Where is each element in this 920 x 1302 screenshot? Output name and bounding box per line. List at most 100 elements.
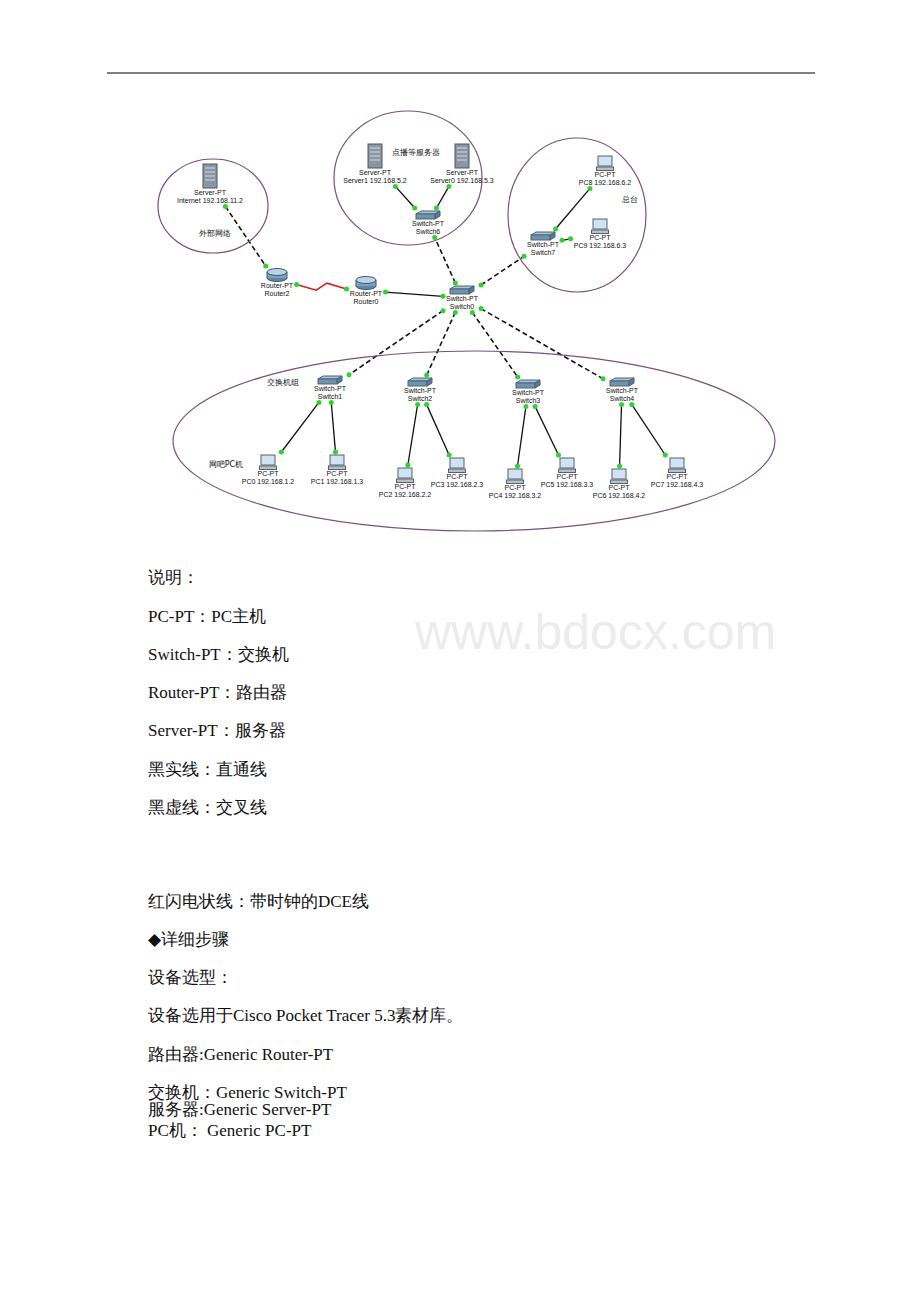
device-name: Router0 bbox=[349, 298, 384, 306]
group-ellipse: 外部网络Server-PTInternet 192.168.11.2 bbox=[157, 158, 269, 254]
device-name: PC7 192.168.4.3 bbox=[650, 481, 705, 489]
document-text: PC-PT：PC主机 bbox=[148, 607, 266, 627]
pc-icon bbox=[328, 454, 346, 470]
device-name: PC6 192.168.4.2 bbox=[592, 492, 647, 500]
straight-cable bbox=[393, 184, 417, 211]
document-text: 路由器:Generic Router-PT bbox=[148, 1045, 333, 1065]
device-type: Server-PT bbox=[342, 169, 408, 177]
pc-icon bbox=[506, 468, 524, 484]
straight-cable bbox=[383, 290, 446, 299]
serial-dce-cable bbox=[294, 282, 349, 291]
device-name: Switch3 bbox=[511, 397, 545, 405]
document-text: 红闪电状线：带时钟的DCE线 bbox=[148, 892, 369, 912]
ellipse-outline bbox=[507, 137, 647, 293]
group-ellipse: 交换机组网吧PC机Switch-PTSwitch1Switch-PTSwitch… bbox=[172, 350, 776, 532]
document-text: 黑实线：直通线 bbox=[148, 760, 267, 780]
device-name: PC4 192.168.3.2 bbox=[488, 492, 543, 500]
device-type: Router-PT bbox=[260, 282, 295, 290]
watermark: www.bdocx.com bbox=[415, 603, 776, 661]
pc-device: PC-PTPC2 192.168.2.2 bbox=[378, 467, 433, 498]
switch-icon bbox=[515, 379, 541, 389]
device-type: PC-PT bbox=[378, 483, 433, 491]
crossover-cable bbox=[424, 310, 458, 378]
router-device: Router-PTRouter2 bbox=[260, 268, 295, 297]
document-text: 服务器:Generic Server-PT bbox=[148, 1100, 331, 1120]
device-name: Switch7 bbox=[526, 249, 560, 257]
device-type: Switch-PT bbox=[403, 387, 437, 395]
header-rule bbox=[107, 73, 815, 74]
pc-icon bbox=[596, 155, 614, 171]
switch-device: Switch-PTSwitch0 bbox=[445, 285, 479, 310]
device-type: PC-PT bbox=[592, 484, 647, 492]
router-device: Router-PTRouter0 bbox=[349, 276, 384, 305]
server-icon bbox=[202, 163, 218, 189]
straight-cable bbox=[617, 402, 624, 469]
note-heading: 说明： bbox=[148, 568, 199, 588]
device-name: Router2 bbox=[260, 290, 295, 298]
straight-cable bbox=[515, 404, 528, 469]
straight-cable bbox=[329, 400, 338, 455]
pc-icon bbox=[396, 467, 414, 483]
straight-cable bbox=[434, 184, 451, 211]
switch-icon bbox=[609, 377, 635, 387]
switch-icon bbox=[317, 375, 343, 385]
server-icon bbox=[367, 143, 383, 169]
device-name: PC1 192.168.1.3 bbox=[310, 478, 365, 486]
device-type: Switch-PT bbox=[526, 241, 560, 249]
device-type: PC-PT bbox=[310, 470, 365, 478]
device-name: PC0 192.168.1.2 bbox=[241, 478, 296, 486]
document-text: Server-PT：服务器 bbox=[148, 721, 286, 741]
device-type: Server-PT bbox=[429, 169, 495, 177]
switch-device: Switch-PTSwitch4 bbox=[605, 377, 639, 402]
router-icon bbox=[355, 276, 377, 290]
device-name: PC3 192.168.2.3 bbox=[430, 481, 485, 489]
straight-cable bbox=[629, 402, 668, 458]
group-ellipse: 总台 PC-PTPC8 192.168.6.2Switch-PTSwitch7 PC… bbox=[507, 137, 647, 293]
group-label: 总台 bbox=[622, 196, 638, 205]
router-icon bbox=[266, 268, 288, 282]
device-name: Switch0 bbox=[445, 303, 479, 311]
device-name: Server1 192.168.5.2 bbox=[342, 177, 408, 185]
pc-device: PC-PTPC9 192.168.6.3 bbox=[573, 218, 628, 249]
pc-device: PC-PTPC3 192.168.2.3 bbox=[430, 457, 485, 488]
device-type: PC-PT bbox=[573, 234, 628, 242]
device-type: PC-PT bbox=[241, 470, 296, 478]
crossover-cable bbox=[479, 306, 606, 381]
pc-device: PC-PTPC8 192.168.6.2 bbox=[578, 155, 633, 186]
device-type: PC-PT bbox=[488, 484, 543, 492]
group-label: 点播等服务器 bbox=[392, 149, 440, 158]
pc-icon bbox=[259, 454, 277, 470]
crossover-cable bbox=[432, 235, 458, 286]
pc-icon bbox=[591, 218, 609, 234]
pc-device: PC-PTPC6 192.168.4.2 bbox=[592, 468, 647, 499]
pc-icon bbox=[610, 468, 628, 484]
switch-device: Switch-PTSwitch3 bbox=[511, 379, 545, 404]
pc-device: PC-PTPC4 192.168.3.2 bbox=[488, 468, 543, 499]
switch-device: Switch-PTSwitch7 bbox=[526, 231, 560, 256]
device-name: Server0 192.168.5.3 bbox=[429, 177, 495, 185]
device-type: PC-PT bbox=[540, 473, 595, 481]
pc-device: PC-PTPC1 192.168.1.3 bbox=[310, 454, 365, 485]
device-name: Switch6 bbox=[411, 228, 445, 236]
switch-device: Switch-PTSwitch1 bbox=[313, 375, 347, 400]
device-type: Server-PT bbox=[176, 189, 245, 197]
straight-cable bbox=[533, 404, 561, 458]
group-ellipse: 点播等服务器Server-PTServer1 192.168.5.2Server… bbox=[333, 110, 483, 246]
switch-device: Switch-PTSwitch6 bbox=[411, 210, 445, 235]
straight-cable bbox=[405, 402, 420, 468]
switch-device: Switch-PTSwitch2 bbox=[403, 377, 437, 402]
device-type: PC-PT bbox=[430, 473, 485, 481]
pc-icon bbox=[668, 457, 686, 473]
document-text: 设备选型： bbox=[148, 968, 233, 988]
device-type: Switch-PT bbox=[411, 220, 445, 228]
straight-cable bbox=[424, 402, 452, 458]
device-name: Switch4 bbox=[605, 395, 639, 403]
straight-cable bbox=[560, 236, 574, 242]
device-type: PC-PT bbox=[650, 473, 705, 481]
device-name: PC5 192.168.3.3 bbox=[540, 481, 595, 489]
crossover-cable bbox=[470, 310, 520, 380]
pc-icon bbox=[448, 457, 466, 473]
device-name: Internet 192.168.11.2 bbox=[176, 197, 245, 205]
pc-device: PC-PTPC0 192.168.1.2 bbox=[241, 454, 296, 485]
